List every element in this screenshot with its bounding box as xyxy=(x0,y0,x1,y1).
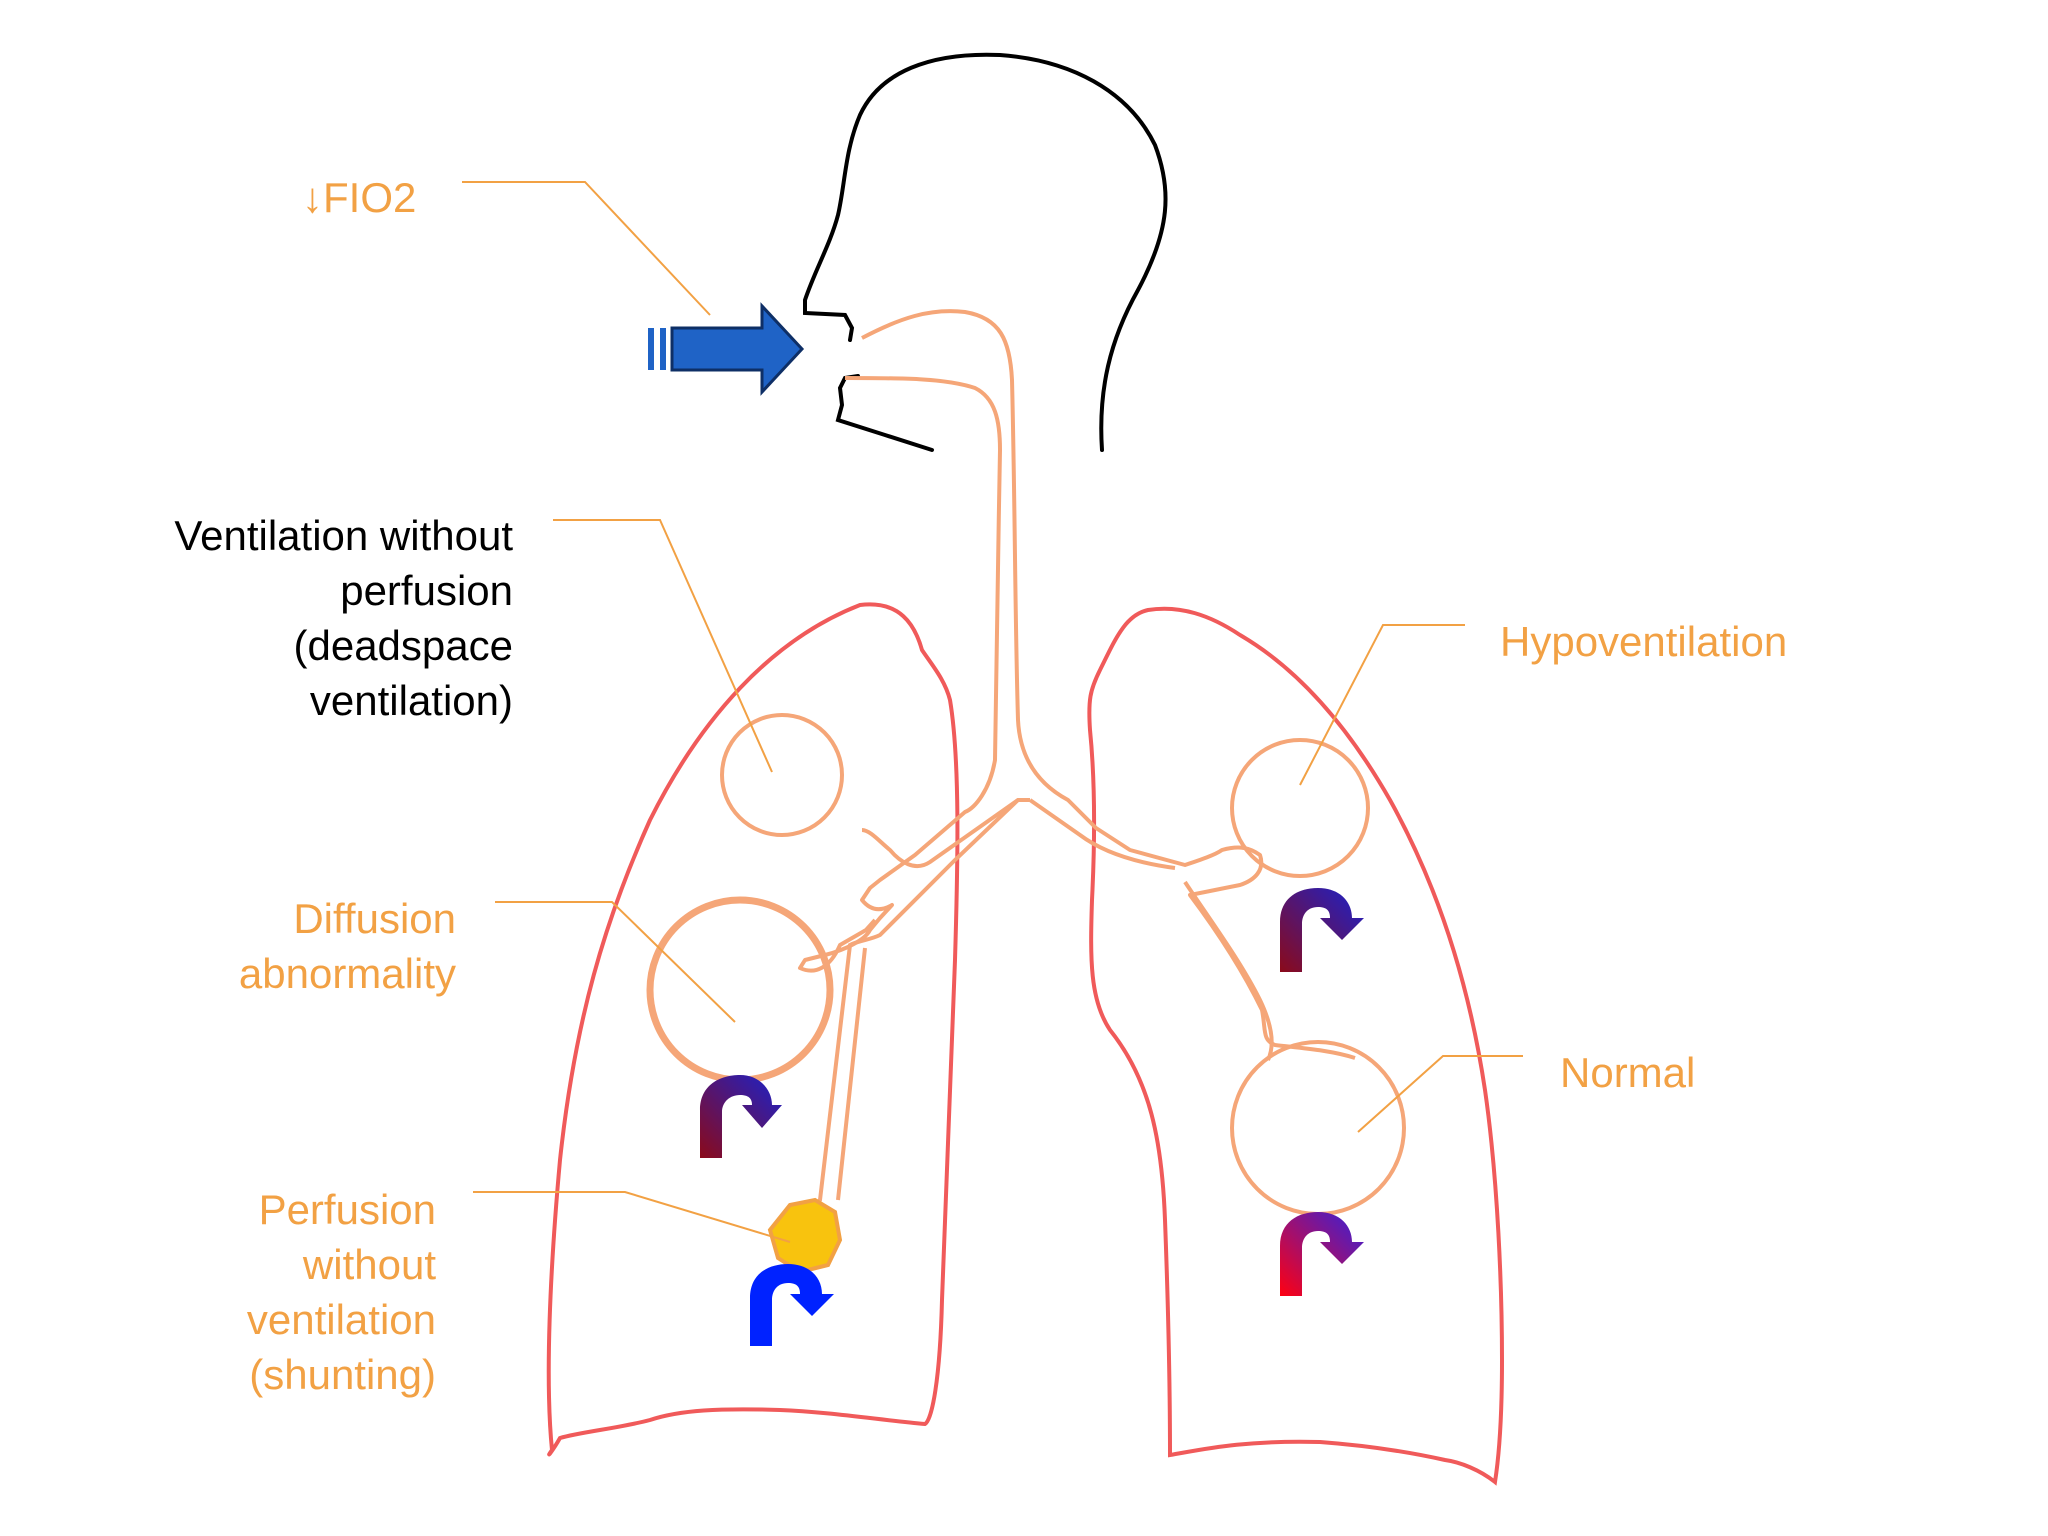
shunting-line-1: Perfusion xyxy=(258,1186,436,1233)
bronchus-left-upper xyxy=(861,798,1030,869)
bronchus-right-main xyxy=(1028,798,1176,870)
deadspace-line-4: ventilation) xyxy=(309,677,513,724)
leader-fio2 xyxy=(462,181,711,316)
right-arrow-icon xyxy=(648,302,805,396)
curved-arrow-icon-shunting xyxy=(750,1264,834,1346)
diffusion-line-2: abnormality xyxy=(238,950,456,997)
jaw-outline xyxy=(835,374,934,452)
deadspace-line-2: perfusion xyxy=(340,567,513,614)
left-lung-outline xyxy=(546,602,960,1457)
leader-hypoventilation xyxy=(1299,624,1465,786)
deadspace-label: Ventilation without perfusion (deadspace… xyxy=(174,508,513,728)
curved-arrow-icon-normal xyxy=(1280,1212,1364,1296)
shunting-line-3: ventilation xyxy=(246,1296,436,1343)
deadspace-line-1: Ventilation without xyxy=(174,512,513,559)
leader-deadspace xyxy=(553,519,773,773)
shunt-blob xyxy=(767,1197,843,1275)
fio2-text: ↓FIO2 xyxy=(302,174,417,221)
curved-arrow-icon-hypoventilation xyxy=(1280,888,1364,972)
leader-diffusion xyxy=(495,901,736,1023)
alveolus-normal xyxy=(1230,1040,1406,1216)
airway-tube xyxy=(861,309,1356,1060)
normal-label: Normal xyxy=(1560,1045,1695,1100)
deadspace-line-3: (deadspace xyxy=(293,622,514,669)
normal-text: Normal xyxy=(1560,1049,1696,1096)
leader-normal xyxy=(1357,1055,1523,1133)
right-lung-outline xyxy=(1087,606,1505,1486)
hypoventilation-text: Hypoventilation xyxy=(1500,618,1788,665)
shunting-line-4: (shunting) xyxy=(249,1351,436,1398)
diffusion-line-1: Diffusion xyxy=(293,895,456,942)
airway-tube-inner xyxy=(798,376,1002,973)
diffusion-label: Diffusion abnormality xyxy=(239,891,456,1001)
bronchus-right-lower xyxy=(1183,880,1274,1061)
shunting-label: Perfusion without ventilation (shunting) xyxy=(247,1182,436,1402)
alveolus-hypoventilation xyxy=(1230,738,1370,878)
alveolus-deadspace xyxy=(720,713,844,837)
curved-arrow-icon-diffusion xyxy=(700,1075,782,1158)
leader-shunting xyxy=(473,1191,791,1243)
fio2-label: ↓FIO2 xyxy=(302,170,416,225)
head-outline xyxy=(803,52,1168,452)
shunting-line-2: without xyxy=(302,1241,436,1288)
bronchus-left-lower xyxy=(803,798,1020,1214)
hypoventilation-label: Hypoventilation xyxy=(1500,614,1787,669)
alveolus-diffusion xyxy=(646,896,834,1084)
